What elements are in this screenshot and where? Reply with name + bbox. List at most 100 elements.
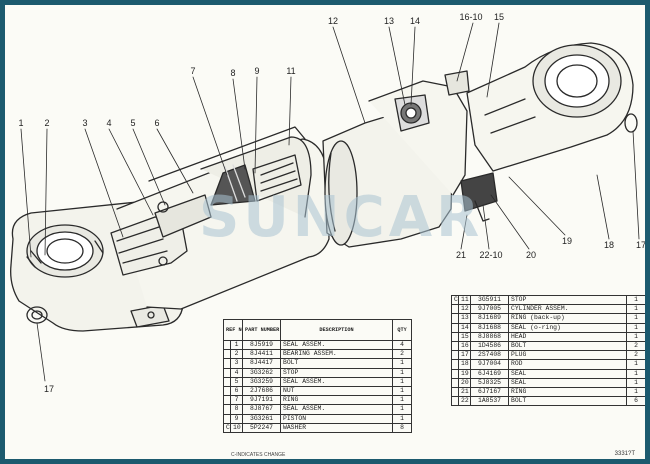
callout-13: 13 (383, 16, 395, 26)
callout-5: 5 (130, 118, 136, 128)
callout-9: 9 (254, 66, 260, 76)
cell-part: 8J1689 (470, 313, 509, 324)
callout-leaders (20, 22, 640, 382)
cell-desc: ROD (508, 359, 627, 370)
cell-qty: 6 (626, 396, 645, 407)
cell-desc: SEAL ASSEM. (280, 376, 394, 387)
cell-mark (223, 376, 231, 387)
cell-mark: C (451, 294, 459, 306)
cell-ref: 16 (458, 340, 471, 352)
callout-14: 14 (409, 16, 421, 26)
cell-part: 9J7004 (470, 359, 509, 370)
cell-qty: 1 (626, 377, 645, 388)
callout-17b: 17 (43, 384, 55, 394)
header-qty: QTY (392, 319, 413, 341)
cell-desc: PLUG (508, 350, 627, 361)
cell-mark (223, 358, 231, 369)
cell-desc: WASHER (280, 422, 394, 433)
cell-part: 8J8767 (242, 404, 282, 415)
callout-11: 11 (286, 66, 296, 76)
cell-ref: 13 (458, 313, 471, 324)
cell-mark (451, 350, 459, 361)
cell-ref: 22 (458, 396, 471, 407)
cell-qty: 2 (392, 349, 413, 360)
cell-mark (451, 331, 459, 342)
callout-19: 19 (561, 236, 573, 246)
cell-desc: SEAL ASSEM. (280, 339, 394, 351)
cell-part: 8J5919 (242, 339, 282, 351)
cell-mark (451, 377, 459, 388)
cell-mark (451, 359, 459, 370)
callout-1: 1 (18, 118, 24, 128)
cell-part: 8J8868 (470, 331, 509, 342)
cell-qty: 1 (626, 368, 645, 379)
hydraulic-cylinder-drawing (10, 22, 640, 382)
cell-mark (223, 339, 231, 351)
cell-part: 8J4417 (242, 358, 282, 369)
callout-16-10: 16-10 (459, 12, 483, 22)
cell-desc: RING (508, 386, 627, 398)
cell-qty: 1 (626, 386, 645, 398)
cell-part: 1A8537 (470, 396, 509, 407)
cell-part: 8J4411 (242, 349, 282, 360)
cell-part: 2S7408 (470, 350, 509, 361)
callout-2: 2 (44, 118, 50, 128)
cell-desc: STOP (508, 294, 627, 306)
cell-desc: SEAL ASSEM. (280, 404, 394, 415)
cell-desc: RING (280, 395, 394, 406)
cell-mark (223, 367, 231, 378)
cell-qty: 1 (392, 413, 413, 424)
cell-part: 1D4586 (470, 340, 509, 352)
cell-qty: 1 (626, 331, 645, 342)
cell-qty: 1 (392, 367, 413, 378)
cell-mark (223, 413, 231, 424)
drawing-code: 3331?T (614, 451, 635, 457)
cell-part: 9J7191 (242, 395, 282, 406)
cell-desc: NUT (280, 385, 394, 397)
cell-part: 9J7005 (470, 304, 509, 315)
cell-ref: 1 (229, 339, 244, 351)
header-part-number: PART NUMBER (242, 319, 282, 341)
cell-qty: 1 (392, 358, 413, 369)
cell-mark (451, 313, 459, 324)
cell-ref: 15 (458, 331, 471, 342)
cell-ref: 19 (458, 368, 471, 379)
cell-ref: 5 (229, 376, 244, 387)
cell-qty: 1 (626, 294, 645, 306)
header-description: DESCRIPTION (280, 319, 394, 341)
right-cylinder-assembly (322, 70, 498, 248)
callout-17a: 17 (635, 240, 647, 250)
left-cylinder-body (110, 126, 330, 310)
cell-mark (223, 385, 231, 397)
cell-desc: RING (back-up) (508, 313, 627, 324)
cell-desc: BOLT (508, 340, 627, 352)
cell-ref: 7 (229, 395, 244, 406)
callout-7: 7 (190, 66, 196, 76)
cell-ref: 20 (458, 377, 471, 388)
cell-ref: 4 (229, 367, 244, 378)
cell-part: 3G3261 (242, 413, 282, 424)
cell-mark (223, 395, 231, 406)
cell-part: 3G3262 (242, 367, 282, 378)
cell-ref: 10 (229, 422, 244, 433)
cell-desc: BOLT (508, 396, 627, 407)
cell-ref: 18 (458, 359, 471, 370)
cell-qty: 1 (626, 313, 645, 324)
cell-part: 3G3259 (242, 376, 282, 387)
cell-mark (451, 304, 459, 315)
cell-qty: 2 (626, 350, 645, 361)
cell-desc: SEAL (508, 368, 627, 379)
cell-ref: 11 (458, 294, 471, 306)
